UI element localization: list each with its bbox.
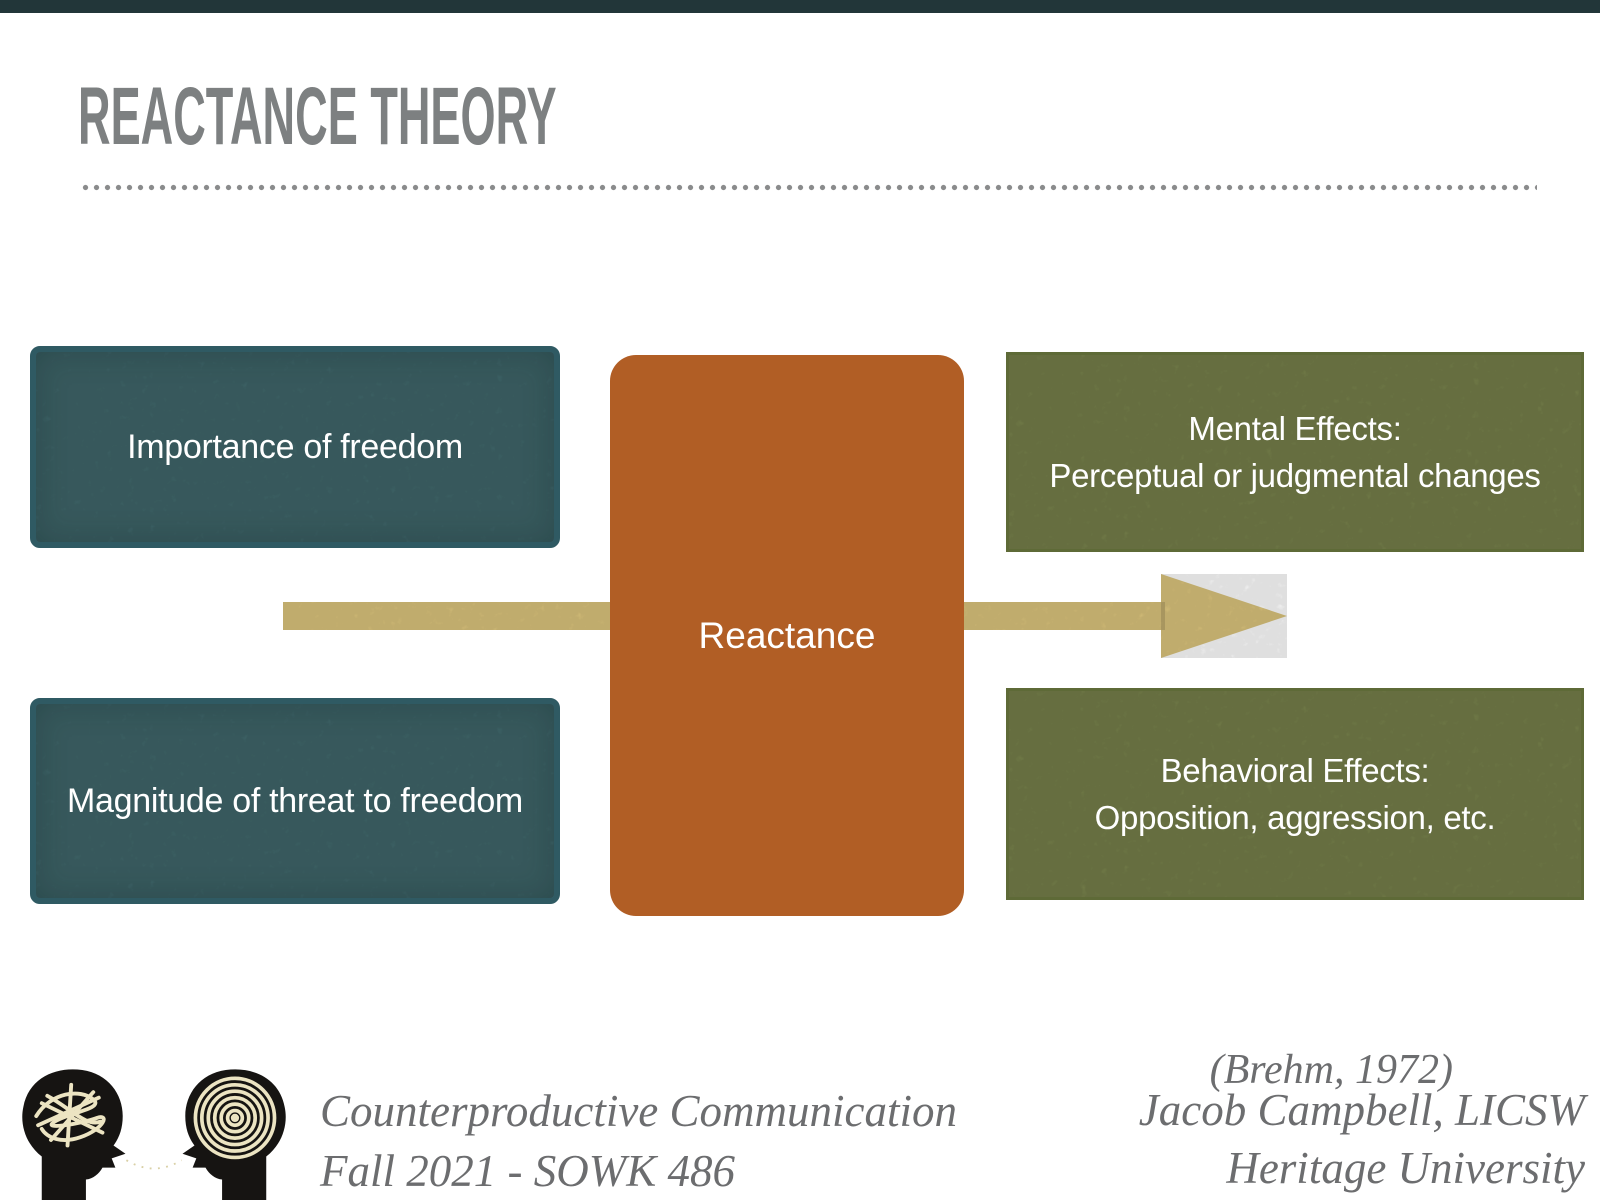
course-title: Counterproductive Communication xyxy=(320,1086,958,1136)
course-term: Fall 2021 - SOWK 486 xyxy=(320,1146,735,1196)
citation: (Brehm, 1972) xyxy=(1209,1047,1453,1093)
input-box-label: Magnitude of threat to freedom xyxy=(67,781,523,820)
output-box-behavioral: Behavioral Effects: Opposition, aggressi… xyxy=(1006,688,1584,900)
output-box-mental: Mental Effects: Perceptual or judgmental… xyxy=(1006,352,1584,552)
top-accent-bar xyxy=(0,0,1600,13)
output-box-title: Mental Effects: xyxy=(1188,410,1402,447)
course-info: Counterproductive Communication Fall 202… xyxy=(320,1081,957,1200)
scribble-head-icon xyxy=(22,1069,126,1200)
communication-heads-logo xyxy=(22,1069,286,1200)
dotted-divider xyxy=(82,184,1537,191)
output-box-title: Behavioral Effects: xyxy=(1160,752,1430,789)
input-box-importance: Importance of freedom xyxy=(30,346,560,548)
author-credit: Jacob Campbell, LICSW Heritage Universit… xyxy=(1139,1081,1585,1197)
author-name: Jacob Campbell, LICSW xyxy=(1138,1085,1585,1135)
output-box-description: Opposition, aggression, etc. xyxy=(1094,799,1496,836)
page-title: REACTANCE THEORY xyxy=(78,71,557,162)
institution-name: Heritage University xyxy=(1226,1143,1585,1193)
input-box-label: Importance of freedom xyxy=(127,427,463,466)
speech-dotted-line xyxy=(125,1159,183,1170)
reactance-label: Reactance xyxy=(698,614,876,656)
output-box-description: Perceptual or judgmental changes xyxy=(1049,457,1541,494)
input-box-magnitude: Magnitude of threat to freedom xyxy=(30,698,560,904)
reactance-box: Reactance xyxy=(610,355,964,916)
spiral-head-icon xyxy=(182,1069,286,1200)
